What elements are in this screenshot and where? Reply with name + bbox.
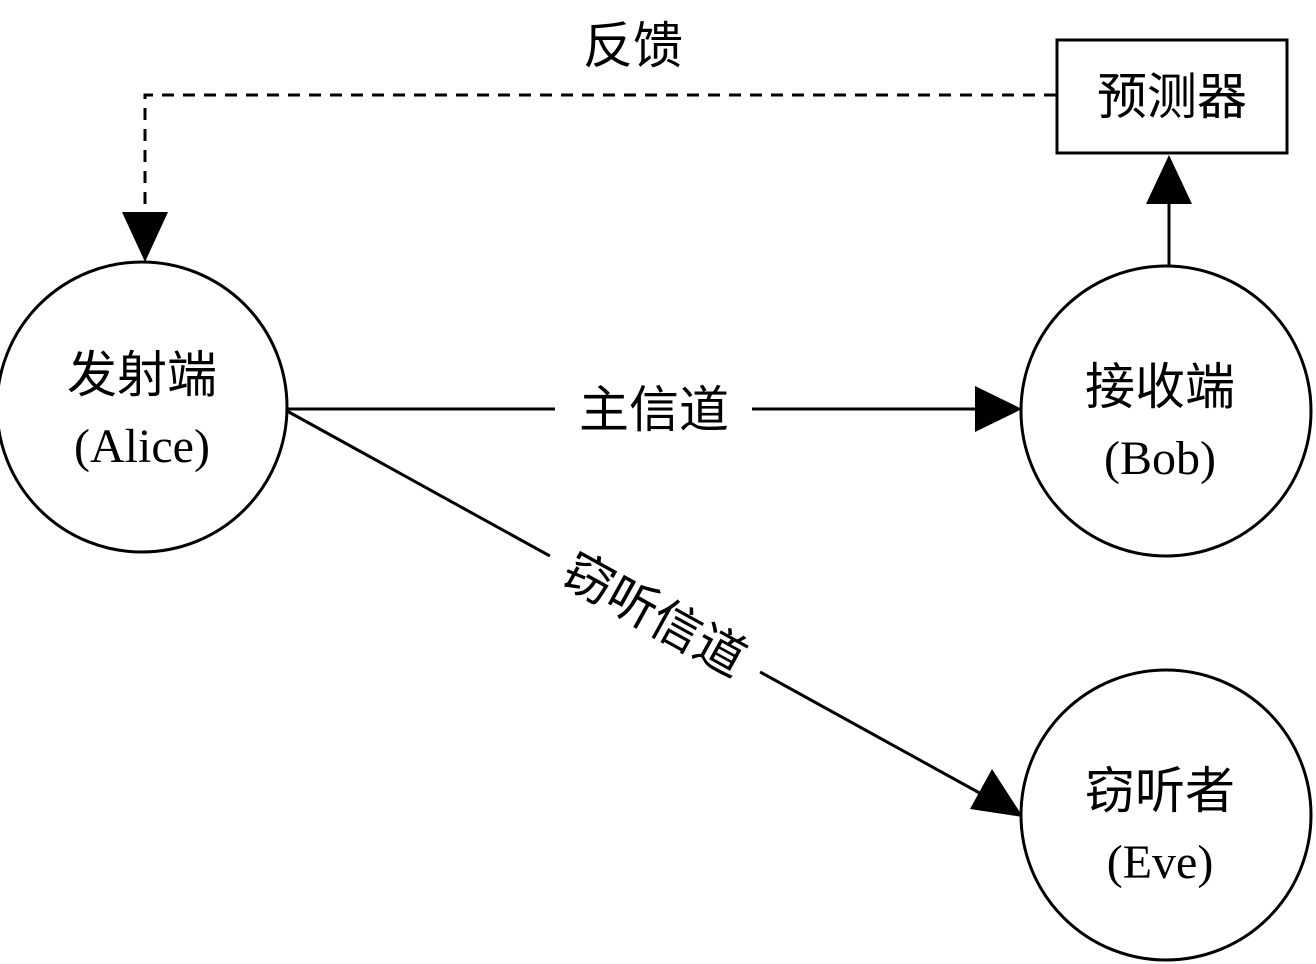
eavesdrop-channel-arrowhead	[970, 769, 1023, 817]
eve-node: 窃听者 (Eve)	[1019, 668, 1313, 962]
eavesdrop-channel-label-bg	[532, 524, 778, 704]
eve-role: (Eve)	[1107, 836, 1214, 889]
predictor-label: 预测器	[1097, 68, 1247, 126]
bob-to-predictor-arrowhead	[1146, 155, 1192, 204]
bob-name: 接收端	[1085, 358, 1235, 416]
bob-role: (Bob)	[1104, 432, 1216, 485]
bob-circle	[1019, 264, 1313, 558]
main-channel-label: 主信道	[579, 381, 729, 439]
bob-node: 接收端 (Bob)	[1019, 264, 1313, 558]
feedback-edge	[143, 93, 1056, 222]
alice-circle	[0, 260, 289, 554]
alice-node: 发射端 (Alice)	[0, 260, 289, 554]
feedback-arrowhead	[122, 212, 168, 262]
alice-name: 发射端	[67, 346, 217, 404]
main-channel-label-bg	[555, 374, 752, 444]
predictor-node: 预测器	[1055, 38, 1289, 155]
main-channel-arrowhead	[975, 386, 1022, 432]
eve-circle	[1019, 668, 1313, 962]
feedback-label: 反馈	[583, 17, 683, 75]
alice-role: (Alice)	[74, 420, 210, 473]
eve-name: 窃听者	[1085, 762, 1235, 820]
predictor-box	[1055, 38, 1289, 155]
